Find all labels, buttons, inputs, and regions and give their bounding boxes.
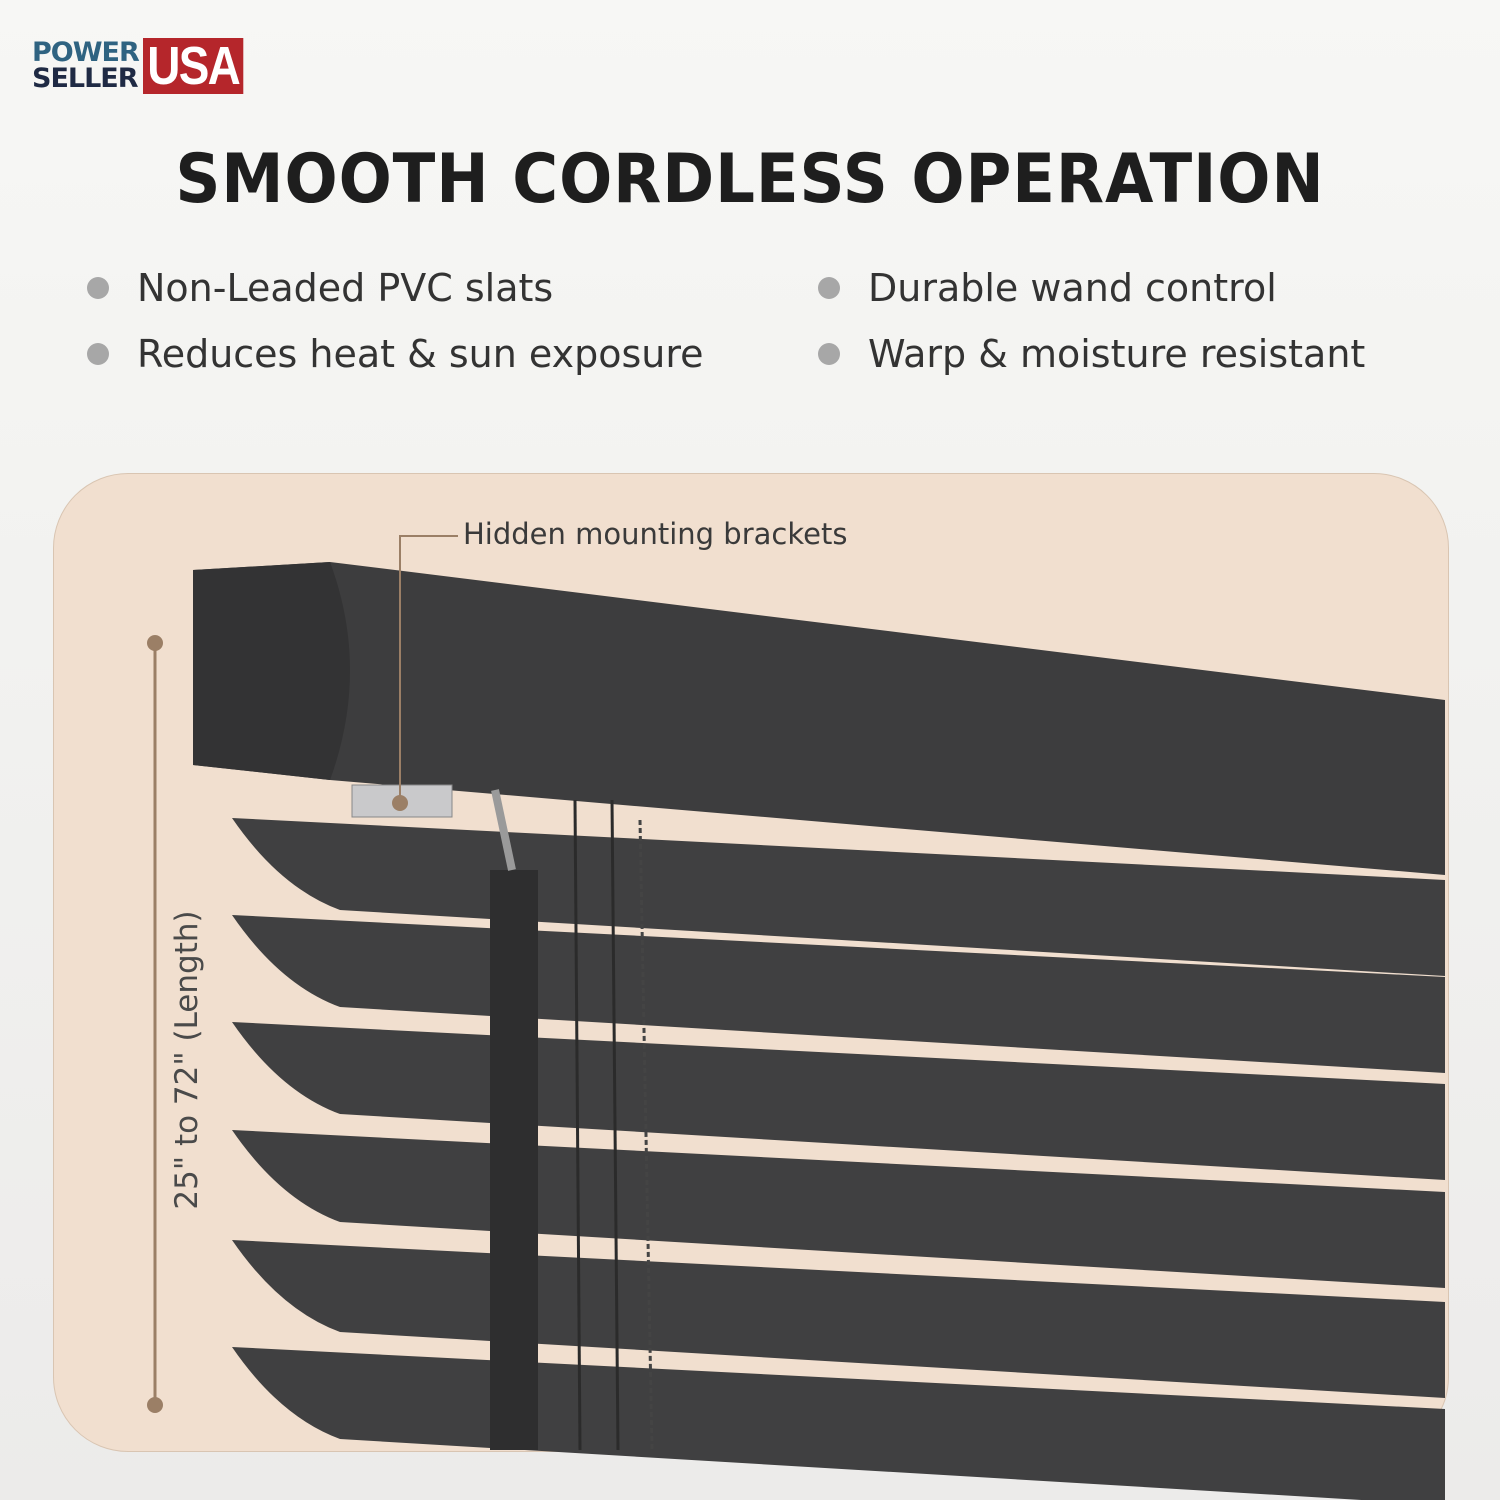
slat: [232, 818, 1445, 976]
feature-text: Non-Leaded PVC slats: [137, 266, 554, 310]
feature-item: Durable wand control: [818, 266, 1277, 310]
cord: [638, 819, 654, 1451]
bullet-icon: [87, 343, 109, 365]
page-title: SMOOTH CORDLESS OPERATION: [175, 140, 1325, 219]
callout-leader: [399, 535, 458, 800]
cord: [610, 799, 620, 1451]
callout-dot: [392, 795, 408, 811]
feature-item: Warp & moisture resistant: [818, 332, 1365, 376]
dimension-endpoint: [147, 1397, 163, 1413]
headrail: [193, 562, 1445, 875]
bullet-icon: [818, 343, 840, 365]
length-dimension-label: 25" to 72" (Length): [169, 910, 205, 1210]
wand: [490, 870, 538, 1450]
feature-item: Reduces heat & sun exposure: [87, 332, 704, 376]
wand-hook: [491, 789, 516, 871]
cord: [573, 799, 582, 1451]
logo-line1: POWER: [32, 37, 140, 68]
feature-text: Warp & moisture resistant: [868, 332, 1366, 376]
bullet-icon: [87, 277, 109, 299]
logo-line2: SELLER: [32, 63, 139, 94]
bracket-callout: Hidden mounting brackets: [463, 517, 848, 551]
dimension-endpoint: [147, 635, 163, 651]
headrail-end-cap: [193, 562, 350, 780]
brand-logo: POWER SELLER USA: [32, 36, 261, 96]
slats: [232, 818, 1445, 1500]
logo-badge: USA: [142, 38, 244, 94]
feature-text: Reduces heat & sun exposure: [137, 332, 704, 376]
feature-item: Non-Leaded PVC slats: [87, 266, 553, 310]
bullet-icon: [818, 277, 840, 299]
feature-text: Durable wand control: [868, 266, 1277, 310]
